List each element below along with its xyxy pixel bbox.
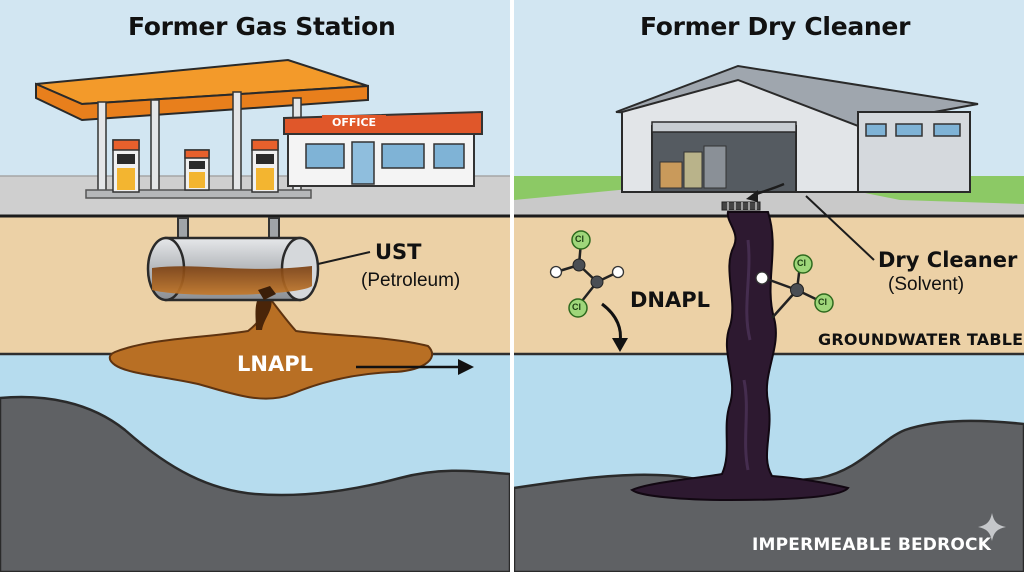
- cl-atom-label-4: Cl: [818, 297, 827, 307]
- right-panel-title: Former Dry Cleaner: [640, 12, 911, 41]
- dry-cleaner-label: Dry Cleaner: [878, 248, 1018, 272]
- dnapl-plume: [630, 211, 850, 502]
- dnapl-label: DNAPL: [630, 288, 711, 312]
- office-window-3: [433, 143, 465, 169]
- cl-atom-label-1: Cl: [575, 234, 584, 244]
- canopy-pillar-1: [97, 101, 107, 193]
- lnapl-label: LNAPL: [237, 352, 313, 376]
- spill-arrow-icon: [746, 182, 785, 202]
- canopy-pillar-2: [150, 99, 160, 193]
- tank-leak-point: [258, 286, 276, 300]
- dnapl-highlight: [742, 239, 752, 471]
- dry-cleaner-building: [615, 64, 979, 193]
- office-window-2: [381, 143, 425, 169]
- office-window-1: [305, 143, 345, 169]
- right-panel: [512, 0, 1024, 572]
- dry-cleaner-sublabel: (Solvent): [888, 274, 965, 295]
- left-bedrock: [0, 395, 512, 572]
- flow-arrow-icon: [356, 359, 474, 375]
- floor-drain-icon: [721, 201, 761, 211]
- panel-divider: [510, 0, 514, 572]
- cl-atom-label-3: Cl: [797, 258, 806, 268]
- molecule-icon: [755, 254, 834, 319]
- sink-arrow-icon: [601, 302, 628, 352]
- office-sign-board: [322, 115, 386, 132]
- side-window-1: [865, 123, 887, 137]
- gas-station-canopy: [35, 58, 369, 199]
- office-door: [351, 141, 375, 185]
- warehouse-door-header: [651, 121, 797, 133]
- side-window-3: [933, 123, 961, 137]
- fuel-pump-icon: [112, 139, 140, 193]
- office-building: [283, 110, 483, 187]
- side-window-2: [895, 123, 923, 137]
- fuel-pump-icon: [251, 139, 279, 193]
- canopy-fascia: [35, 82, 369, 122]
- left-panel-title: Former Gas Station: [128, 12, 396, 41]
- canopy-pillar-3: [232, 91, 242, 193]
- dry-cleaner-callout-line: [805, 195, 875, 261]
- cl-atom-label-2: Cl: [572, 302, 581, 312]
- ust-sublabel: (Petroleum): [361, 270, 461, 291]
- storage-box-1: [659, 161, 683, 189]
- bedrock-label: IMPERMEABLE BEDROCK: [752, 535, 992, 555]
- lnapl-leak-stream: [255, 292, 272, 330]
- sparkle-icon: [978, 513, 1006, 541]
- storage-box-2: [683, 151, 703, 189]
- fuel-pump-icon: [184, 149, 210, 191]
- groundwater-table-label: GROUNDWATER TABLE: [818, 330, 1024, 349]
- molecule-icon: [549, 230, 625, 318]
- storage-cabinet: [703, 145, 727, 189]
- ust-label: UST: [375, 240, 422, 264]
- tank-fuel-level: [152, 266, 312, 295]
- left-panel: [0, 0, 512, 572]
- ust-tank: [146, 217, 320, 302]
- office-sign-text: OFFICE: [331, 116, 377, 129]
- ust-callout-line: [317, 251, 371, 265]
